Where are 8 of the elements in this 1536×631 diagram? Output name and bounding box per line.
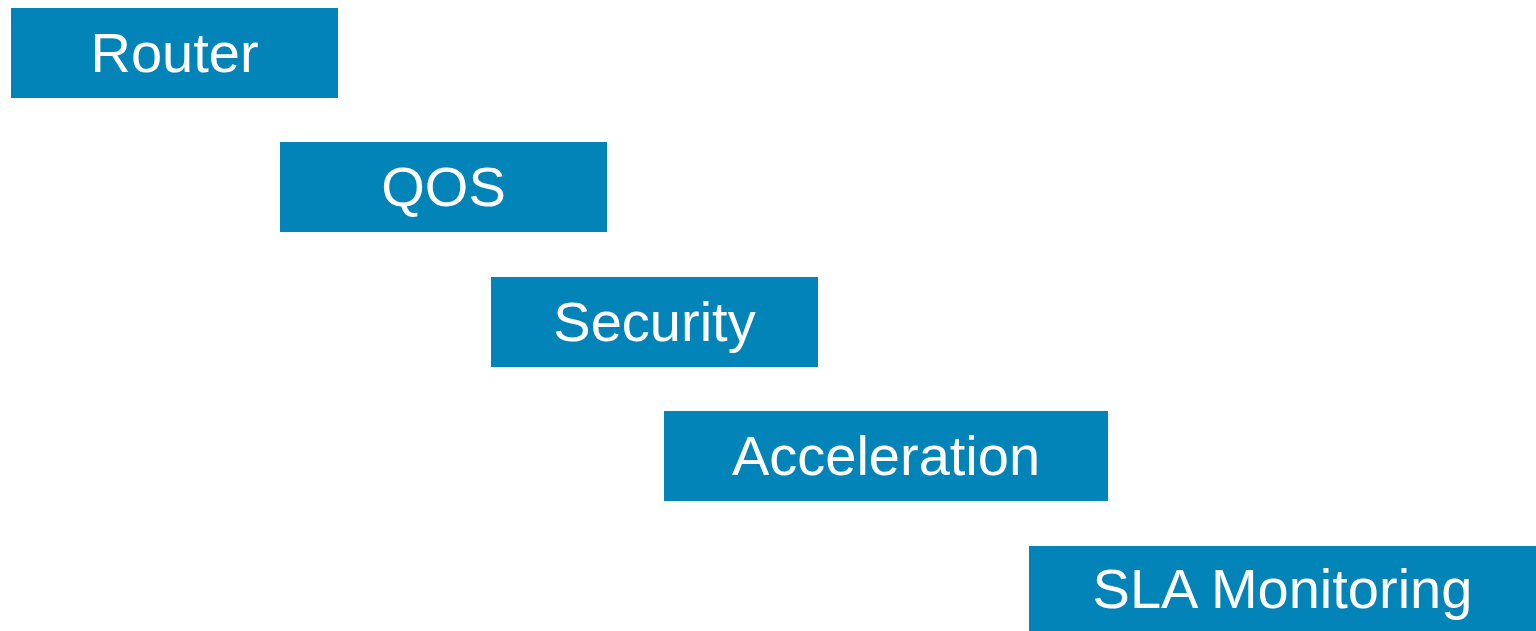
process-box bbox=[491, 277, 818, 367]
box-label: Router bbox=[90, 25, 259, 81]
process-box bbox=[1029, 546, 1536, 631]
process-box bbox=[280, 142, 607, 232]
process-box bbox=[11, 8, 338, 98]
process-box bbox=[664, 411, 1108, 501]
box-label: QOS bbox=[381, 159, 506, 215]
box-label: Acceleration bbox=[731, 428, 1041, 484]
